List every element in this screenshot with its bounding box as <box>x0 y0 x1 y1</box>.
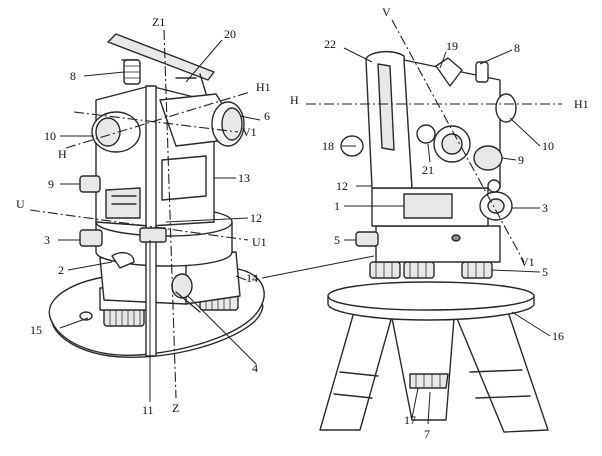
part-8: 8 <box>70 69 76 83</box>
part-12: 12 <box>250 211 262 225</box>
label-z: Z <box>172 401 179 415</box>
right-alidade <box>371 187 489 227</box>
label-h1: H1 <box>256 80 271 94</box>
left-knobs <box>79 59 141 269</box>
part-11: 11 <box>142 403 154 417</box>
right-axes <box>306 19 562 263</box>
label-h1: H1 <box>574 97 589 111</box>
left-theodolite-drawing: Z1 Z H1 H V1 U U1 20 8 6 10 9 13 12 3 2 … <box>16 15 271 417</box>
part-9: 9 <box>518 153 524 167</box>
right-levelling-screws <box>369 261 493 279</box>
part-21: 21 <box>422 163 434 177</box>
part-15: 15 <box>30 323 42 337</box>
part-9: 9 <box>48 177 54 191</box>
axis-u-u1 <box>29 209 249 241</box>
axis-v-v1 <box>391 19 525 263</box>
label-v1: V1 <box>520 255 535 269</box>
left-axes <box>29 29 251 399</box>
label-h: H <box>290 93 299 107</box>
left-part-labels: 20 8 6 10 9 13 12 3 2 14 15 4 11 <box>30 27 270 417</box>
right-tripod-legs <box>319 311 549 433</box>
part-12: 12 <box>336 179 348 193</box>
right-knobs <box>473 61 517 221</box>
part-3: 3 <box>44 233 50 247</box>
part-10: 10 <box>542 139 554 153</box>
right-tribrach <box>355 225 501 263</box>
left-axis-labels: Z1 Z H1 H V1 U U1 <box>16 15 271 415</box>
part-14: 14 <box>246 271 258 285</box>
right-axis-labels: V H H1 V1 <box>290 5 589 269</box>
part-19: 19 <box>446 39 458 53</box>
axis-z1-z <box>163 29 177 399</box>
label-u1: U1 <box>252 235 267 249</box>
label-z1: Z1 <box>152 15 165 29</box>
part-8: 8 <box>514 41 520 55</box>
part-18: 18 <box>322 139 334 153</box>
part-16: 16 <box>552 329 564 343</box>
right-tripod-head <box>327 281 535 321</box>
axis-h-h1 <box>65 91 251 149</box>
part-2: 2 <box>58 263 64 277</box>
right-telescope <box>340 124 471 163</box>
label-h: H <box>58 147 67 161</box>
left-vertical-bar <box>139 85 167 357</box>
part-5-right: 5 <box>542 265 548 279</box>
right-theodolite-drawing: V H H1 V1 22 19 8 10 18 21 9 12 1 3 5 5 … <box>261 5 589 441</box>
label-u: U <box>16 197 25 211</box>
axis-v1 <box>73 111 239 133</box>
part-3: 3 <box>542 201 548 215</box>
part-20: 20 <box>224 27 236 41</box>
right-leaders <box>261 47 551 425</box>
part-6: 6 <box>264 109 270 123</box>
part-5-left: 5 <box>334 233 340 247</box>
part-1: 1 <box>334 199 340 213</box>
left-telescope <box>159 93 245 147</box>
part-13: 13 <box>238 171 250 185</box>
part-22: 22 <box>324 37 336 51</box>
right-part-labels: 22 19 8 10 18 21 9 12 1 3 5 5 16 17 7 <box>322 37 564 441</box>
left-leaders <box>58 39 261 402</box>
part-4: 4 <box>252 361 258 375</box>
part-17: 17 <box>404 413 416 427</box>
part-7: 7 <box>424 427 430 441</box>
label-v: V <box>382 5 391 19</box>
part-10: 10 <box>44 129 56 143</box>
label-v1: V1 <box>242 125 257 139</box>
